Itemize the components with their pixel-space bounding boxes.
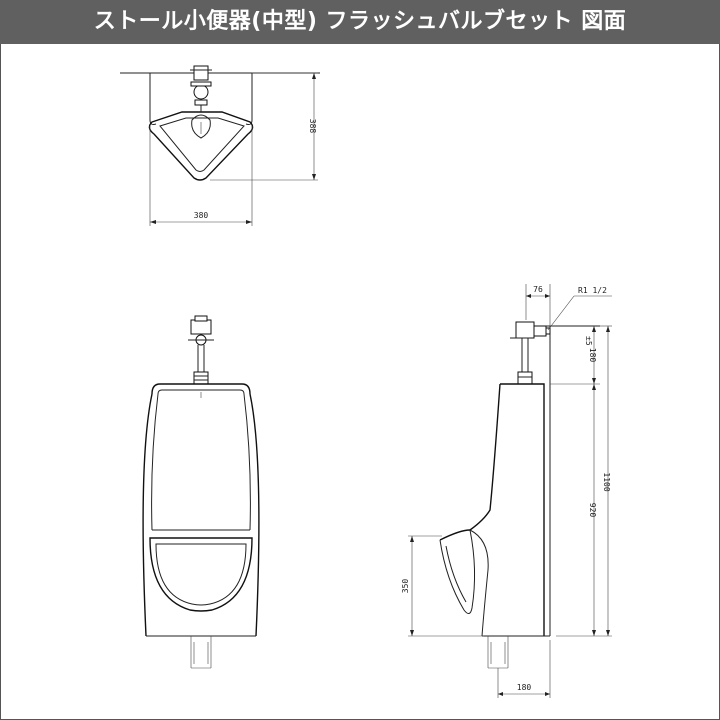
body-height-dim: 920 (588, 503, 597, 518)
pipe-size-label: R1 1/2 (578, 286, 607, 295)
top-width-dim: 380 (194, 211, 209, 220)
top-view: 380 388 (120, 65, 320, 226)
valve-offset-dim: 76 (533, 285, 543, 294)
top-depth-dim: 388 (308, 119, 317, 134)
total-height-dim: 1100 (602, 472, 611, 491)
side-view: 76 R1 1/2 180 ±5 1100 920 350 (401, 284, 612, 698)
lip-height-dim: 350 (401, 579, 410, 594)
page-title: ストール小便器(中型) フラッシュバルブセット 図面 (0, 0, 720, 44)
valve-height-dim: 180 (588, 348, 597, 363)
front-view (142, 315, 260, 669)
side-depth-dim: 180 (517, 683, 532, 692)
valve-height-tolerance: ±5 (584, 336, 593, 346)
